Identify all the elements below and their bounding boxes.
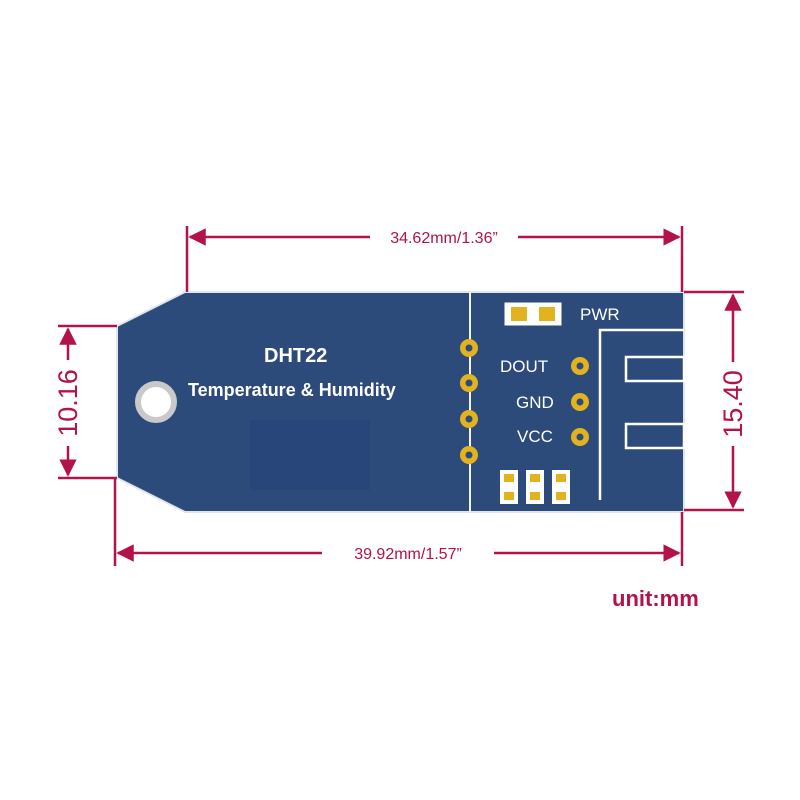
pin-label-dout: DOUT — [500, 357, 548, 376]
extension-lines — [58, 226, 744, 566]
pcb-board: DHT22 Temperature & Humidity PWR DOUT GN… — [116, 291, 686, 513]
left-header-pads — [460, 339, 478, 464]
pin-label-gnd: GND — [516, 393, 554, 412]
pwr-led — [504, 302, 562, 326]
right-connector-pads — [571, 357, 589, 446]
board-title: DHT22 — [264, 345, 327, 367]
board-subtitle: Temperature & Humidity — [188, 380, 396, 400]
pad — [465, 344, 473, 352]
dimension-lines — [59, 228, 742, 562]
sensor-window — [250, 420, 370, 490]
connector-footprint — [598, 328, 686, 500]
pad — [465, 415, 473, 423]
unit-label: unit:mm — [612, 586, 699, 611]
left-height-label: 10.16 — [53, 369, 83, 437]
pad — [465, 451, 473, 459]
pwr-label: PWR — [580, 305, 620, 324]
pin-label-vcc: VCC — [517, 427, 553, 446]
pad — [465, 379, 473, 387]
mounting-hole — [135, 381, 177, 423]
bottom-width-label: 39.92mm/1.57” — [354, 546, 462, 563]
right-height-label: 15.40 — [718, 370, 748, 438]
smd-components — [500, 470, 570, 504]
top-width-label: 34.62mm/1.36” — [390, 230, 498, 247]
